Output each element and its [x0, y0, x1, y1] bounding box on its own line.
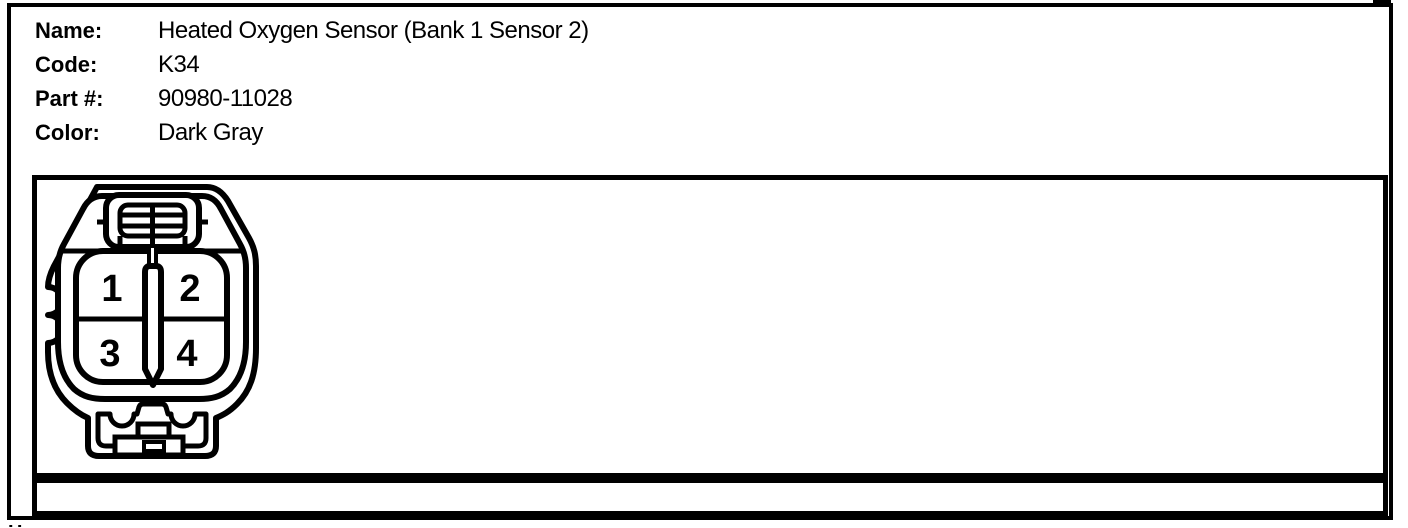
- color-label: Color:: [35, 120, 100, 145]
- part-number-label: Part #:: [35, 86, 104, 111]
- empty-bottom-row: [32, 478, 1388, 516]
- color-value: Dark Gray: [158, 119, 263, 146]
- key-bar: [142, 263, 164, 388]
- code-label: Code:: [35, 52, 98, 77]
- code-value: K34: [158, 51, 200, 78]
- part-number-value: 90980-11028: [158, 85, 293, 112]
- name-label: Name:: [35, 18, 103, 43]
- name-value: Heated Oxygen Sensor (Bank 1 Sensor 2): [158, 17, 589, 44]
- pin-3-label: 3: [99, 333, 120, 375]
- pin-4-label: 4: [176, 333, 197, 375]
- top-right-artifact: [1373, 0, 1391, 5]
- bottom-tab-slot: [142, 440, 166, 453]
- pin-2-label: 2: [179, 268, 200, 310]
- clipped-text-artifact: H.: [8, 522, 32, 527]
- pin-1-label: 1: [101, 268, 122, 310]
- header-info: Name: Heated Oxygen Sensor (Bank 1 Senso…: [35, 14, 735, 150]
- connector-diagram: 1 2 3 4: [45, 184, 259, 459]
- page-border: [7, 3, 1393, 520]
